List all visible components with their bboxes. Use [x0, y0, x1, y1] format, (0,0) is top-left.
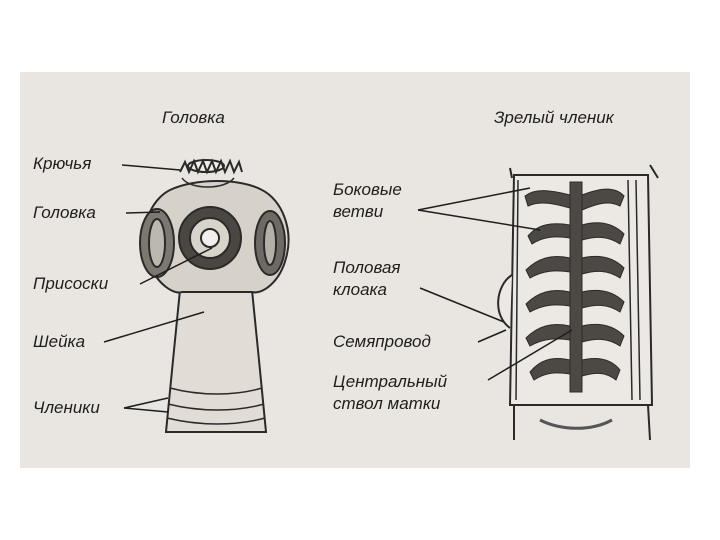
label-lateral-branches-line1: Боковые	[333, 180, 402, 200]
label-uterus-stem-line2: ствол матки	[333, 394, 440, 414]
scolex-title: Головка	[162, 108, 225, 128]
label-lateral-branches-line2: ветви	[333, 202, 383, 222]
label-hooks: Крючья	[33, 154, 91, 174]
label-uterus-stem-line1: Центральный	[333, 372, 447, 392]
scolex-drawing	[140, 160, 289, 432]
proglottid-title: Зрелый членик	[494, 108, 614, 128]
label-neck: Шейка	[33, 332, 85, 352]
label-suckers: Присоски	[33, 274, 108, 294]
label-head: Головка	[33, 203, 96, 223]
label-vas-deferens: Семяпровод	[333, 332, 431, 352]
label-genital-cloaca-line1: Половая	[333, 258, 400, 278]
label-genital-cloaca-line2: клоака	[333, 280, 387, 300]
label-segments: Членики	[33, 398, 100, 418]
